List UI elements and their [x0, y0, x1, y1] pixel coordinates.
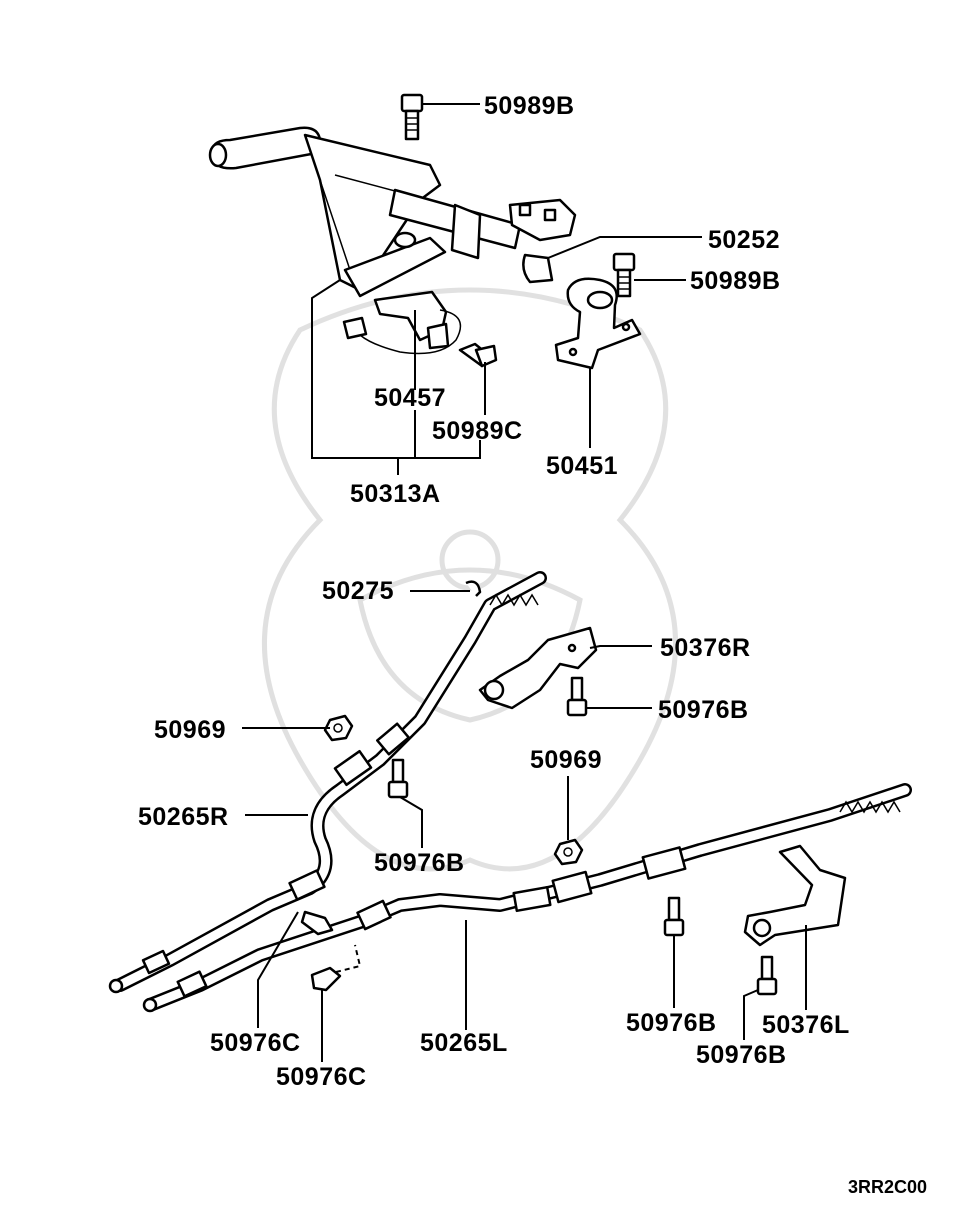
leader-lines-lower	[242, 590, 807, 1062]
label-50252: 50252	[708, 226, 780, 254]
brake-cable-left-50265L	[142, 783, 912, 1013]
label-50451: 50451	[546, 452, 618, 480]
label-50265R: 50265R	[138, 803, 229, 831]
label-50265L: 50265L	[420, 1029, 508, 1057]
label-50969-left: 50969	[154, 716, 226, 744]
bolt-icon-50989B-right	[612, 252, 636, 298]
label-50969-right: 50969	[530, 746, 602, 774]
label-50976C-b: 50976C	[276, 1063, 367, 1091]
bolt-icon-50976B-d	[756, 955, 778, 996]
label-50976C-a: 50976C	[210, 1029, 301, 1057]
label-50976B-c: 50976B	[626, 1009, 717, 1037]
nut-icon-50969-left	[323, 714, 354, 742]
bolt-icon-50989B-top	[400, 93, 424, 141]
label-50457: 50457	[374, 384, 446, 412]
label-50376L: 50376L	[762, 1011, 850, 1039]
label-50313A: 50313A	[350, 480, 441, 508]
bolt-icon-50976C-a	[300, 910, 334, 936]
nut-icon-50969-right	[553, 838, 584, 866]
screw-icon-50989C	[458, 342, 498, 368]
clip-icon-50275	[465, 580, 482, 597]
brake-cable-right-50265R	[108, 571, 547, 994]
label-50989C: 50989C	[432, 417, 523, 445]
label-50976B-a: 50976B	[658, 696, 749, 724]
brake-switch-50457	[342, 290, 462, 355]
label-50275: 50275	[322, 577, 394, 605]
bolt-icon-50976B-b	[387, 758, 409, 799]
label-50989B-right: 50989B	[690, 267, 781, 295]
mounting-bracket-50451	[554, 277, 642, 370]
label-50989B-top: 50989B	[484, 92, 575, 120]
bolt-icon-50976B-a	[566, 676, 588, 717]
label-50976B-b: 50976B	[374, 849, 465, 877]
leader-lines-upper	[311, 103, 702, 475]
label-50376R: 50376R	[660, 634, 751, 662]
cable-bracket-50376L	[743, 844, 847, 947]
cable-bracket-50376R	[478, 626, 598, 710]
bolt-icon-50976B-c	[663, 896, 685, 937]
brake-lever-assembly	[208, 126, 577, 298]
bolt-icon-50976C-b	[310, 944, 362, 992]
label-50976B-d: 50976B	[696, 1041, 787, 1069]
diagram-code: 3RR2C00	[848, 1177, 927, 1197]
